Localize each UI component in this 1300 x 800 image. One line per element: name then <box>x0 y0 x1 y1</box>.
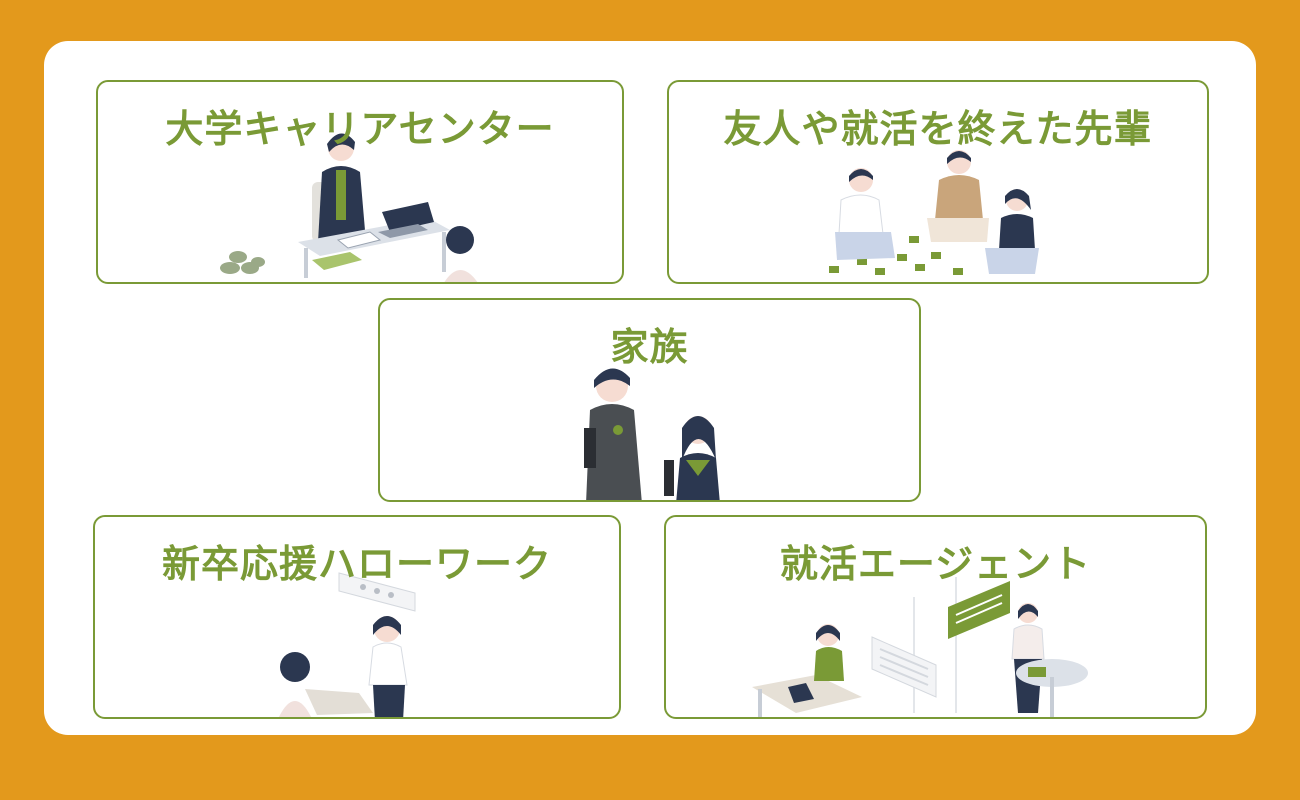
friends-seniors-discussion-illustration <box>829 150 1039 275</box>
hellowork-counter-illustration <box>279 572 416 717</box>
card-friends-seniors: 友人や就活を終えた先輩 <box>667 80 1209 284</box>
career-counselor-desk-illustration <box>220 133 478 282</box>
family-graduation-illustration <box>584 368 720 500</box>
student-figure <box>814 624 844 681</box>
job-agent-meeting-illustration <box>752 577 1088 717</box>
friend-figure-left <box>835 168 895 260</box>
card-title: 友人や就活を終えた先輩 <box>723 107 1153 151</box>
card-title: 大学キャリアセンター <box>165 107 555 151</box>
graduate-girl-figure <box>664 416 720 500</box>
graduate-boy-figure <box>584 368 642 500</box>
cards-on-floor-icon <box>829 236 963 275</box>
staff-figure <box>368 616 408 717</box>
card-hellowork: 新卒応援ハローワーク <box>93 515 621 719</box>
card-family: 家族 <box>378 298 921 502</box>
visitor-figure <box>279 652 311 717</box>
card-job-agent: 就活エージェント <box>664 515 1207 719</box>
card-title: 就活エージェント <box>779 542 1092 586</box>
friend-figure-right <box>985 189 1039 274</box>
card-title: 新卒応援ハローワーク <box>161 542 552 586</box>
whiteboard-icon <box>871 636 937 698</box>
green-board-icon <box>948 581 1010 639</box>
card-career-center: 大学キャリアセンター <box>96 80 624 284</box>
counselor-figure <box>318 133 366 242</box>
agent-figure <box>1011 603 1045 713</box>
senior-figure-center <box>927 150 989 242</box>
plant-icon <box>220 251 265 274</box>
student-figure <box>444 226 478 282</box>
counter-sign-icon <box>338 572 416 612</box>
card-title: 家族 <box>610 325 689 369</box>
